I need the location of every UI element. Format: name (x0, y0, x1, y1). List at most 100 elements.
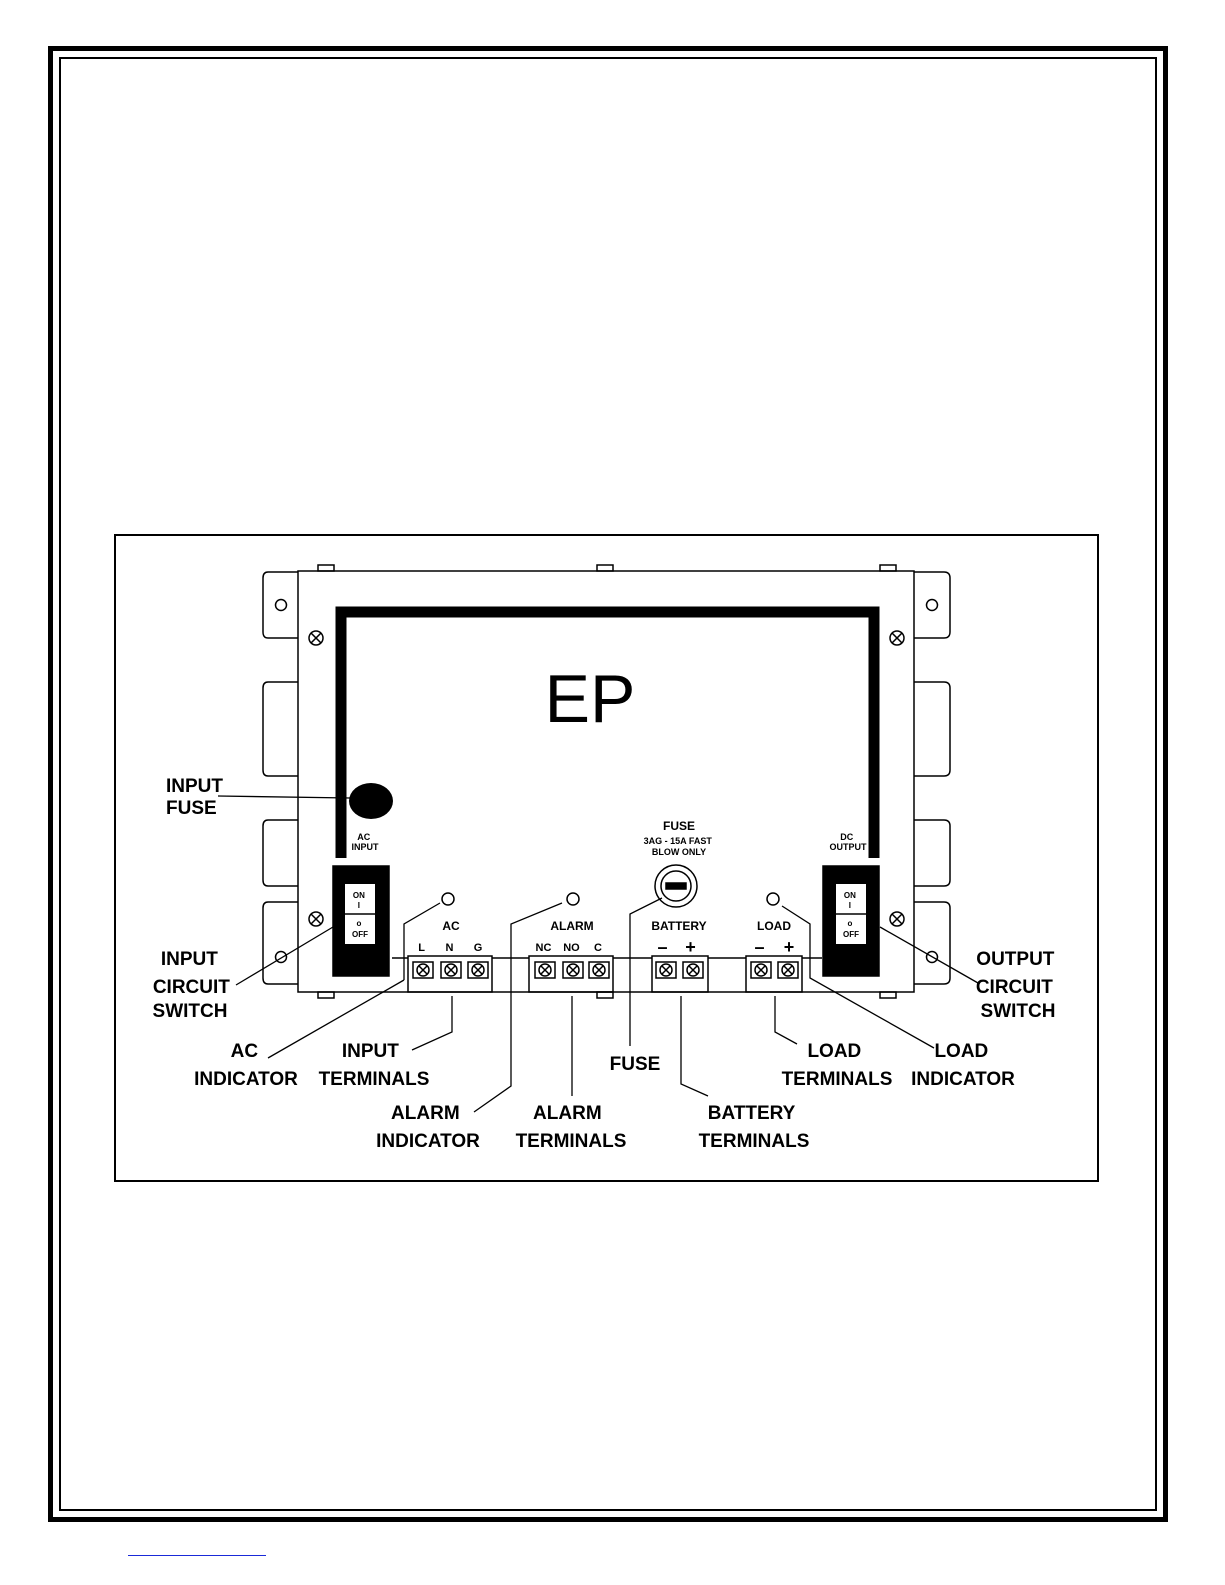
callout-battery-terminals: BATTERY (708, 1103, 796, 1124)
leader-output-switch (880, 927, 978, 983)
terminal-screw-icon[interactable] (413, 962, 433, 978)
output-circuit-switch[interactable]: ON I o OFF (823, 866, 879, 976)
svg-text:DC OUTPUT: DC OUTPUT (830, 832, 868, 852)
svg-text:NC NO C: NC NO C (536, 942, 603, 954)
callout-load-indicator: LOAD (934, 1041, 988, 1062)
alarm-term-label: NC (536, 942, 552, 954)
ac-input-label: INPUT (352, 842, 380, 852)
battery-plus-label: + (685, 937, 696, 957)
svg-text:– + – +: – + – + (657, 937, 794, 957)
switch-off-label: OFF (352, 930, 368, 939)
svg-text:LOAD TERMINALS: LOAD TERMINALS (782, 1041, 893, 1090)
callout-output-circuit-switch: CIRCUIT (976, 977, 1053, 998)
screw-icon (309, 912, 323, 926)
callout-battery-terminals: TERMINALS (699, 1131, 810, 1152)
terminal-screw-icon[interactable] (751, 962, 771, 978)
ac-label: AC (442, 919, 460, 933)
callout-alarm-indicator: ALARM (391, 1103, 460, 1124)
dc-output-label: OUTPUT (830, 842, 868, 852)
svg-text:INPUT FUSE: INPUT FUSE (166, 776, 228, 819)
svg-text:INPUT CIRCUIT SWITCH: INPUT CIRCUIT SWITCH (153, 949, 236, 1022)
leader-input-fuse (218, 796, 350, 798)
svg-text:AC INDICATOR: AC INDICATOR (194, 1041, 298, 1090)
dc-output-label: DC (840, 832, 853, 842)
ac-input-label: AC (357, 832, 370, 842)
switch-on-label: ON (844, 891, 856, 900)
svg-text:INPUT TERMINALS: INPUT TERMINALS (319, 1041, 430, 1090)
battery-label: BATTERY (651, 919, 706, 933)
callout-alarm-indicator: INDICATOR (376, 1131, 480, 1152)
svg-text:L N G: L N G (418, 942, 482, 954)
screw-icon (890, 912, 904, 926)
top-tab (597, 565, 613, 571)
bottom-tab (318, 992, 334, 998)
terminal-screw-icon[interactable] (656, 962, 676, 978)
mounting-hole (276, 600, 287, 611)
svg-text:AC INPUT: AC INPUT (352, 832, 380, 852)
top-tab (880, 565, 896, 571)
chassis (298, 571, 914, 992)
screw-icon (309, 631, 323, 645)
callout-input-fuse: INPUT (166, 776, 223, 797)
load-label: LOAD (757, 919, 791, 933)
right-bracket (914, 820, 950, 886)
callout-alarm-terminals: TERMINALS (516, 1131, 627, 1152)
terminal-screw-icon[interactable] (683, 962, 703, 978)
bottom-tab (597, 992, 613, 998)
right-bracket (914, 902, 950, 984)
terminal-screw-icon[interactable] (468, 962, 488, 978)
fuse-spec: BLOW ONLY (652, 847, 706, 857)
callout-load-indicator: INDICATOR (911, 1069, 1015, 1090)
load-indicator-led (767, 893, 779, 905)
callout-ac-indicator: AC (231, 1041, 259, 1062)
bottom-tab (880, 992, 896, 998)
fuse-holder[interactable] (655, 865, 697, 907)
svg-text:3AG - 15A FAST BLOW ONLY: 3AG - 15A FAST BLOW ONLY (644, 836, 715, 857)
left-bracket (263, 902, 298, 984)
callout-input-circuit-switch: INPUT (161, 949, 218, 970)
right-bracket (914, 682, 950, 776)
svg-text:ALARM INDICATOR: ALARM INDICATOR (376, 1103, 480, 1152)
callout-fuse: FUSE (610, 1054, 661, 1075)
footer-link-underline[interactable] (128, 1555, 266, 1556)
ep-logo: EP (545, 661, 636, 737)
terminal-screw-icon[interactable] (778, 962, 798, 978)
screw-icon (890, 631, 904, 645)
right-bracket (914, 572, 950, 638)
leader-load-terminals (775, 996, 797, 1044)
load-plus-label: + (784, 937, 795, 957)
callout-load-terminals: LOAD (807, 1041, 861, 1062)
left-bracket (263, 682, 298, 776)
callout-output-circuit-switch: SWITCH (981, 1001, 1056, 1022)
input-circuit-switch[interactable]: ON I o OFF (333, 866, 389, 976)
mounting-hole (927, 600, 938, 611)
svg-text:ALARM TERMINALS: ALARM TERMINALS (516, 1103, 627, 1152)
callout-input-terminals: INPUT (342, 1041, 399, 1062)
alarm-label: ALARM (550, 919, 593, 933)
svg-text:BATTERY TERMINALS: BATTERY TERMINALS (699, 1103, 810, 1152)
ac-term-label: L (418, 942, 425, 954)
alarm-term-label: NO (563, 942, 580, 954)
switch-on-label: I (358, 901, 360, 910)
fuse-spec: 3AG - 15A FAST (644, 836, 713, 846)
terminal-screw-icon[interactable] (535, 962, 555, 978)
battery-minus-label: – (657, 937, 667, 957)
switch-off-label: o (847, 919, 852, 928)
terminal-screw-icon[interactable] (441, 962, 461, 978)
terminal-screw-icon[interactable] (589, 962, 609, 978)
callout-input-terminals: TERMINALS (319, 1069, 430, 1090)
switch-off-label: OFF (843, 930, 859, 939)
ac-term-label: G (474, 942, 483, 954)
callout-load-terminals: TERMINALS (782, 1069, 893, 1090)
callout-input-circuit-switch: SWITCH (153, 1001, 228, 1022)
terminal-screw-icon[interactable] (563, 962, 583, 978)
left-bracket (263, 572, 298, 638)
callout-output-circuit-switch: OUTPUT (976, 949, 1055, 970)
switch-on-label: ON (353, 891, 365, 900)
input-fuse (349, 783, 393, 819)
alarm-indicator-led (567, 893, 579, 905)
svg-text:OUTPUT CIRCUIT SWITCH: OUTPUT CIRCUIT SWITCH (976, 949, 1060, 1022)
ac-indicator-led (442, 893, 454, 905)
leader-battery-terminals (681, 996, 708, 1096)
